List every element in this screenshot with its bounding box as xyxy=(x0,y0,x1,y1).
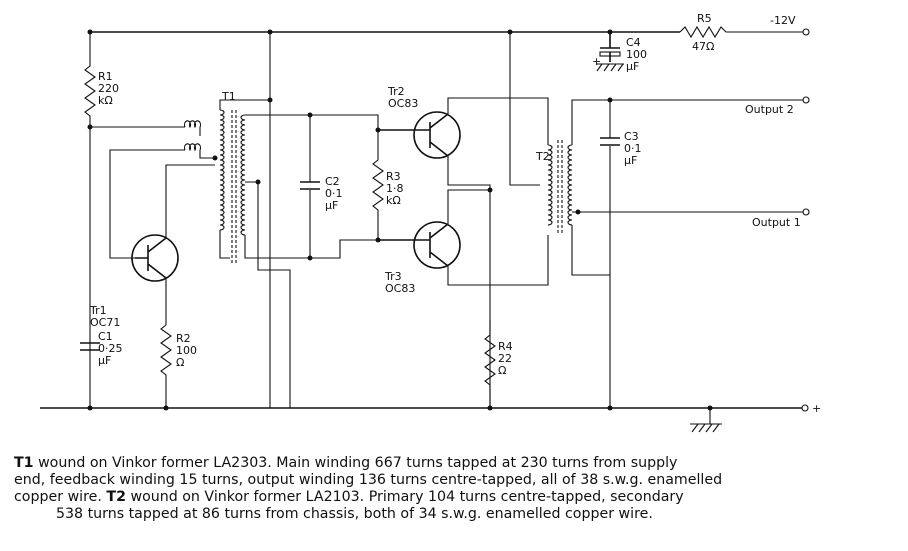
c1-capacitor xyxy=(80,342,100,351)
r2-resistor xyxy=(160,324,172,408)
r2-label: R2 xyxy=(176,332,191,345)
c2-capacitor xyxy=(300,181,320,190)
tr1-label: Tr1 xyxy=(89,304,107,317)
svg-text:22: 22 xyxy=(498,352,512,365)
svg-text:100: 100 xyxy=(626,48,647,61)
output2-terminal[interactable] xyxy=(802,96,810,104)
svg-text:Ω: Ω xyxy=(498,364,506,377)
c2-label: C2 xyxy=(325,175,340,188)
figure-caption: T1 wound on Vinkor former LA2303. Main w… xyxy=(14,455,723,522)
t2-core xyxy=(557,140,563,235)
svg-text:μF: μF xyxy=(624,154,637,167)
tr3-transistor xyxy=(413,221,461,269)
c4-plus: + xyxy=(592,55,601,68)
svg-text:OC71: OC71 xyxy=(90,316,120,329)
svg-text:0·1: 0·1 xyxy=(325,187,343,200)
output1-terminal[interactable] xyxy=(802,208,810,216)
circuit-schematic: R1 220 kΩ T1 C2 0·1 μF R3 1·8 kΩ Tr2 OC8… xyxy=(40,12,821,433)
t1-label: T1 xyxy=(221,90,236,103)
c3-capacitor xyxy=(600,137,620,146)
supply-label: -12V xyxy=(770,14,796,27)
component-labels: R1 220 kΩ T1 C2 0·1 μF R3 1·8 kΩ Tr2 OC8… xyxy=(89,12,821,415)
supply-terminal[interactable] xyxy=(802,28,810,36)
svg-text:1·8: 1·8 xyxy=(386,182,404,195)
c1-label: C1 xyxy=(98,330,113,343)
output1-label: Output 1 xyxy=(752,216,801,229)
c4-capacitor xyxy=(600,32,620,62)
svg-text:kΩ: kΩ xyxy=(98,94,113,107)
svg-text:OC83: OC83 xyxy=(385,282,415,295)
plus-label: + xyxy=(812,402,821,415)
r4-resistor xyxy=(484,320,496,408)
r1-label: R1 xyxy=(98,70,113,83)
svg-text:220: 220 xyxy=(98,82,119,95)
tr2-label: Tr2 xyxy=(387,85,405,98)
tr3-label: Tr3 xyxy=(384,270,402,283)
c4-label: C4 xyxy=(626,36,641,49)
r5-resistor xyxy=(679,25,803,39)
svg-text:0·25: 0·25 xyxy=(98,342,123,355)
t2-label: T2 xyxy=(535,150,550,163)
svg-text:μF: μF xyxy=(626,60,639,73)
r3-resistor xyxy=(372,130,384,240)
feedback-coil xyxy=(109,120,215,259)
tr2-transistor xyxy=(413,111,461,159)
tr1-transistor xyxy=(131,234,179,282)
c3-label: C3 xyxy=(624,130,639,143)
r3-label: R3 xyxy=(386,170,401,183)
output2-label: Output 2 xyxy=(745,103,794,116)
plus-terminal[interactable] xyxy=(801,404,809,412)
svg-text:μF: μF xyxy=(325,199,338,212)
r1-resistor xyxy=(84,32,96,408)
svg-text:100: 100 xyxy=(176,344,197,357)
svg-text:OC83: OC83 xyxy=(388,97,418,110)
svg-text:Ω: Ω xyxy=(176,356,184,369)
svg-text:kΩ: kΩ xyxy=(386,194,401,207)
svg-text:μF: μF xyxy=(98,354,111,367)
r5-label: R5 xyxy=(697,12,712,25)
svg-text:0·1: 0·1 xyxy=(624,142,642,155)
svg-text:47Ω: 47Ω xyxy=(692,40,714,53)
r4-label: R4 xyxy=(498,340,513,353)
chassis-ground-icon xyxy=(690,408,722,433)
t1-core xyxy=(231,110,237,265)
